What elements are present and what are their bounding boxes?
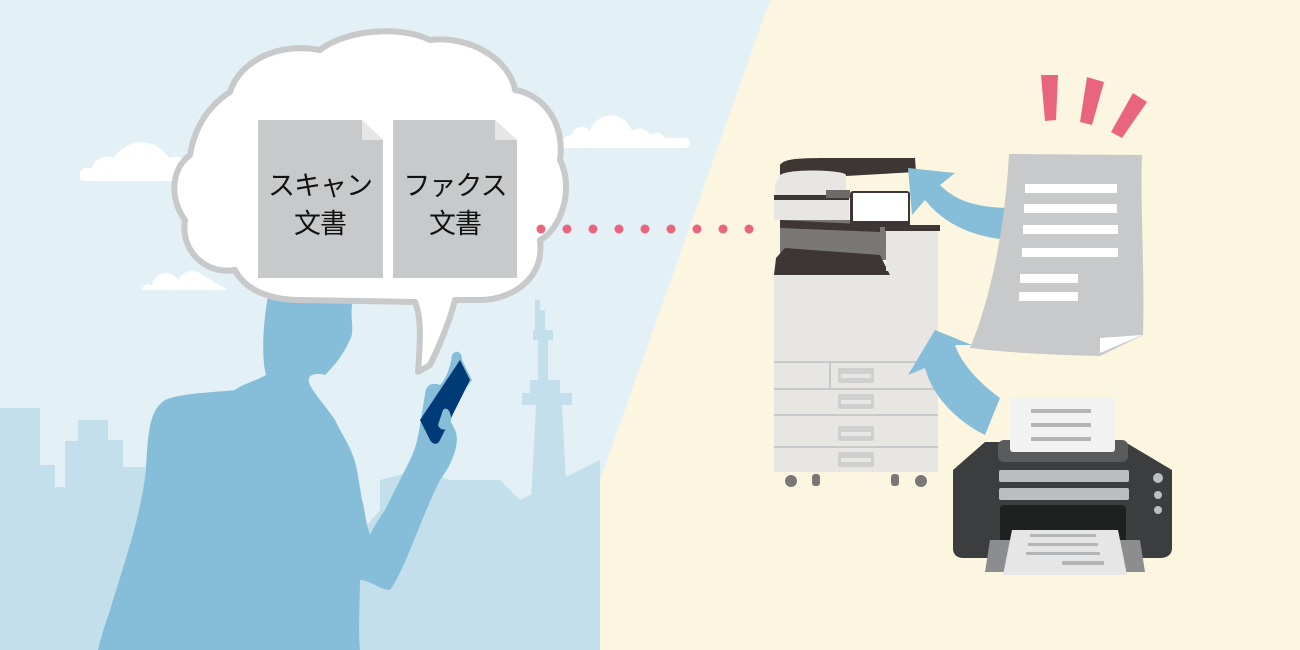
- alert-burst-icon: [1041, 75, 1147, 138]
- fax-paper-icon: [970, 154, 1144, 356]
- fax-document-icon: [393, 120, 517, 278]
- person-silhouette: [98, 270, 472, 650]
- smartphone-icon: [420, 360, 470, 444]
- desktop-printer-icon: [953, 397, 1172, 575]
- fax-document-label: ファクス 文書: [403, 171, 507, 240]
- arrow-from-paper-icon: [908, 168, 1012, 240]
- arrow-from-printer-icon: [908, 330, 1000, 435]
- scanned-document-icon: [258, 120, 383, 278]
- scanned-document-label: スキャン 文書: [268, 171, 373, 240]
- connection-dots: [536, 224, 754, 234]
